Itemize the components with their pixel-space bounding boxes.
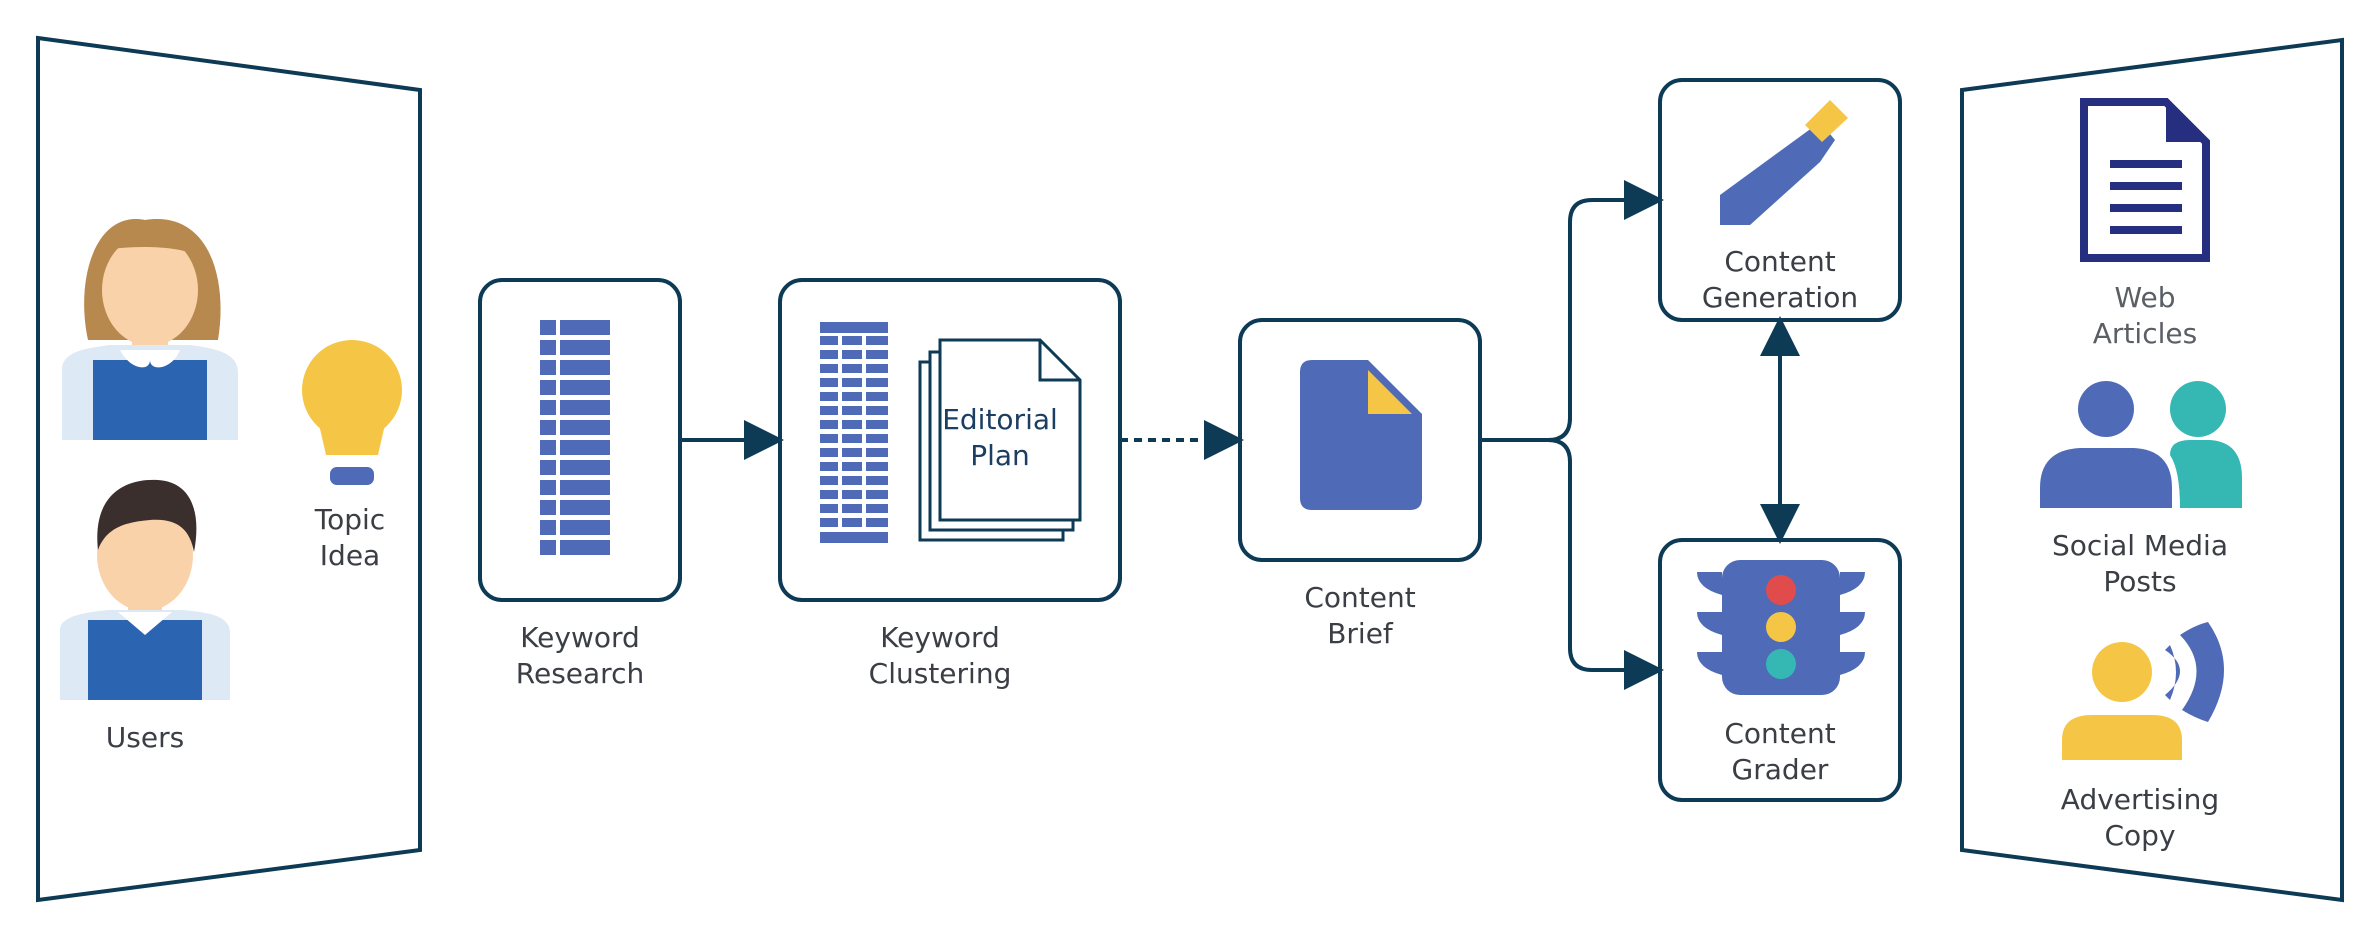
editorial-plan-document-icon [918, 338, 1082, 542]
content-brief-label: Content Brief [1304, 581, 1416, 650]
brief-document-icon [1300, 360, 1422, 510]
editorial-plan-label: Editorial Plan [942, 403, 1058, 472]
social-media-people-icon [2040, 381, 2242, 508]
advertising-copy-label: Advertising Copy [2060, 783, 2220, 852]
input-panel [36, 35, 422, 903]
advertising-speaker-icon [2062, 622, 2224, 760]
arrow-brief-to-grader [1547, 438, 1664, 690]
lightbulb-icon [302, 340, 402, 485]
web-articles-label: Web Articles [2092, 281, 2198, 350]
topic-idea-label: Topic Idea [314, 503, 386, 572]
content-grader-label: Content Grader [1724, 717, 1836, 786]
keyword-clustering-label: Keyword Clustering [868, 621, 1012, 690]
social-media-posts-label: Social Media Posts [2051, 529, 2228, 598]
keyword-research-label: Keyword Research [515, 621, 645, 690]
traffic-light-icon [1697, 560, 1865, 695]
female-user-icon [62, 219, 238, 440]
web-article-document-icon [2080, 98, 2210, 262]
keyword-list-icon [540, 320, 610, 555]
content-generation-label: Content Generation [1701, 245, 1859, 314]
users-label: Users [105, 721, 185, 754]
male-user-icon [60, 479, 230, 700]
arrow-brief-to-generation [1480, 180, 1664, 442]
pencil-icon [1720, 100, 1848, 225]
keyword-cluster-icon [820, 322, 888, 543]
output-panel [1960, 37, 2344, 903]
